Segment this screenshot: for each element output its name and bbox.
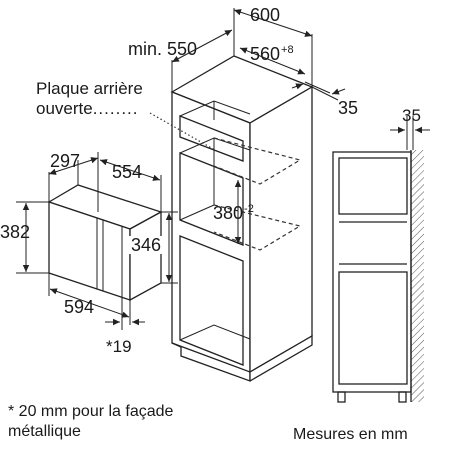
microwave-height-label: 382 <box>0 222 31 242</box>
niche-width-label: 560+8 <box>250 44 294 64</box>
side-view-cabinet <box>332 151 412 403</box>
niche-height-label: 380-2 <box>213 203 254 223</box>
back-panel-dashed <box>213 137 302 251</box>
side-gap-label: 35 <box>402 106 421 125</box>
footnote: * 20 mm pour la façade métallique <box>8 403 174 440</box>
wall-hatch <box>411 150 424 402</box>
front-offset-label: 35 <box>338 98 359 118</box>
microwave-inner-height-label: 346 <box>129 235 164 255</box>
tall-cabinet <box>170 55 314 382</box>
microwave <box>47 184 163 302</box>
units-label: Mesures en mm <box>293 426 408 443</box>
microwave-offset-label: *19 <box>106 337 132 356</box>
cabinet-width-label: 600 <box>250 5 281 25</box>
microwave-width-top-label: 554 <box>112 162 143 182</box>
cabinet-depth-min-label: min. 550 <box>128 39 198 59</box>
microwave-width-front-label: 594 <box>64 297 95 317</box>
back-panel-leader <box>149 112 216 151</box>
back-panel-label: Plaque arrière ouverte........ <box>36 79 143 118</box>
microwave-depth-label: 297 <box>50 151 81 171</box>
dimension-lines <box>16 8 430 330</box>
